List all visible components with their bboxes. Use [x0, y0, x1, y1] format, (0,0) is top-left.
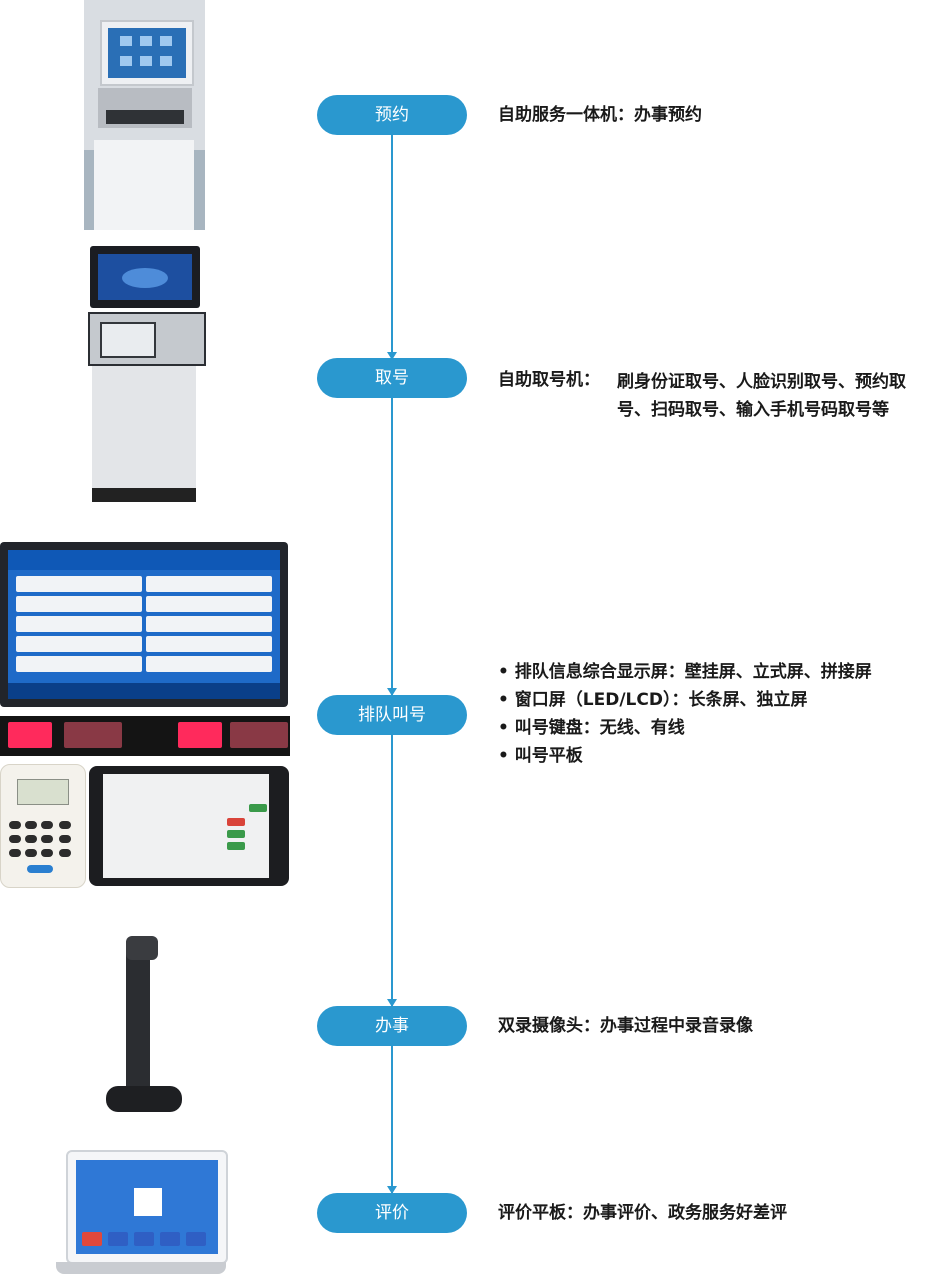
bullet-item: • 叫号键盘：无线、有线 [498, 718, 685, 738]
timeline-arrow [387, 352, 397, 360]
step-description-line1-take-number: 刷身份证取号、人脸识别取号、预约取 [617, 372, 906, 392]
step-description-line2-take-number: 号、扫码取号、输入手机号码取号等 [617, 400, 889, 420]
evaluation-tablet-image [56, 1150, 228, 1276]
ticket-machine-image [84, 246, 206, 504]
timeline-arrow [387, 999, 397, 1007]
step-description-evaluate: 评价平板：办事评价、政务服务好差评 [498, 1203, 787, 1223]
step-description-handle: 双录摄像头：办事过程中录音录像 [498, 1016, 753, 1036]
queue-call-bullet-list: • 排队信息综合显示屏：壁挂屏、立式屏、拼接屏 • 窗口屏（LED/LCD）：长… [498, 658, 872, 770]
dual-recording-camera-image [106, 936, 186, 1114]
bullet-item: • 窗口屏（LED/LCD）：长条屏、独立屏 [498, 690, 808, 710]
step-pill-take-number: 取号 [317, 358, 467, 398]
step-pill-queue-call: 排队叫号 [317, 695, 467, 735]
timeline-arrow [387, 1186, 397, 1194]
bullet-item: • 排队信息综合显示屏：壁挂屏、立式屏、拼接屏 [498, 662, 872, 682]
calling-tablet-image [89, 766, 289, 886]
calling-keypad-image [0, 764, 86, 888]
step-description-reservation: 自助服务一体机：办事预约 [498, 105, 702, 125]
window-led-screen-image [0, 716, 290, 756]
timeline-arrow [387, 688, 397, 696]
step-pill-evaluate: 评价 [317, 1193, 467, 1233]
step-description-title-take-number: 自助取号机： [498, 370, 600, 390]
step-pill-handle: 办事 [317, 1006, 467, 1046]
queue-display-board-image [0, 542, 288, 707]
bullet-item: • 叫号平板 [498, 746, 583, 766]
step-pill-reservation: 预约 [317, 95, 467, 135]
self-service-kiosk-image [84, 0, 205, 230]
timeline-line [391, 132, 393, 1212]
